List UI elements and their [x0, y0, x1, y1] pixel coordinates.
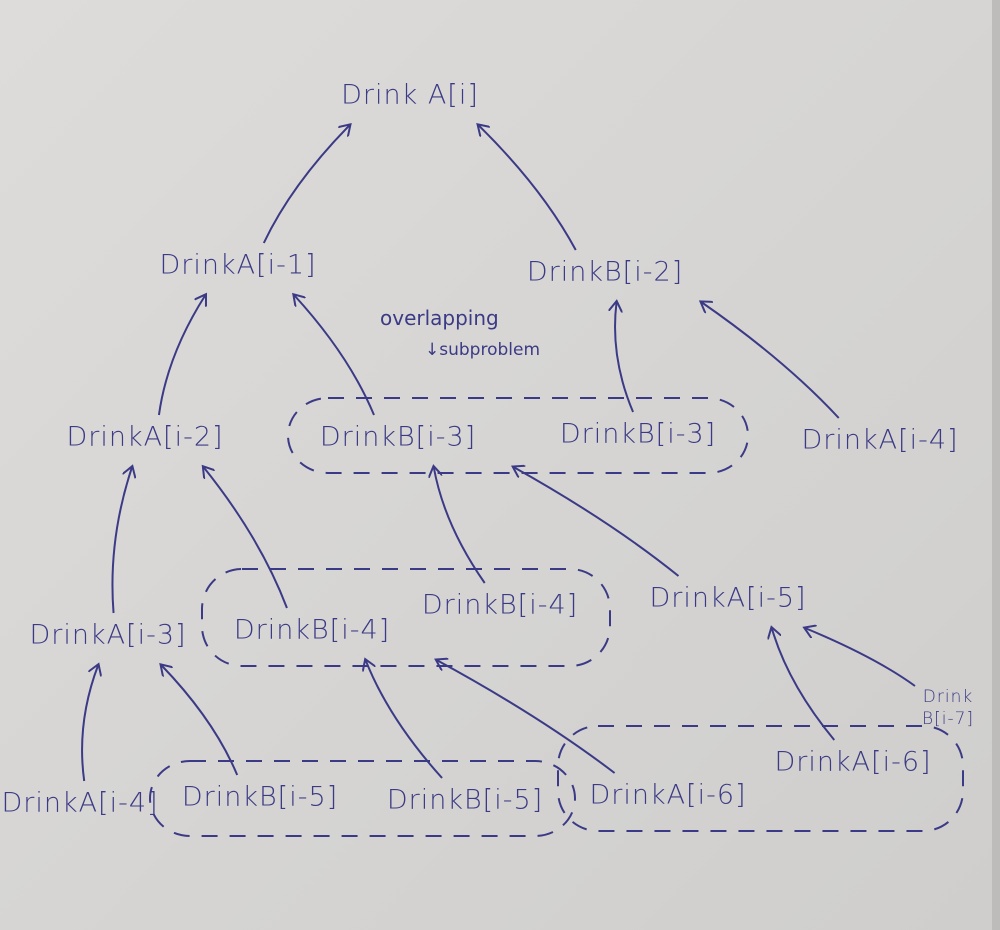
- tree-node: DrinkB[i-2]: [526, 256, 684, 288]
- dependency-arrow: [434, 467, 486, 584]
- dependency-arrow: [615, 302, 634, 413]
- dependency-arrow: [514, 467, 680, 577]
- annotation-subproblem: ↓subproblem: [425, 340, 541, 360]
- tree-node: Drink A[i]: [341, 79, 479, 111]
- tree-node: DrinkA[i-6]: [774, 746, 932, 778]
- dependency-arrow: [262, 125, 350, 244]
- tree-node: DrinkB[i-5]: [181, 781, 339, 813]
- tree-node: DrinkA[i-2]: [66, 421, 224, 453]
- tree-node: DrinkA[i-6]: [589, 779, 747, 811]
- tree-node: DrinkA[i-4]: [1, 787, 159, 819]
- tree-node: DrinkA[i-3]: [29, 619, 187, 651]
- overlap-group-outline: [149, 760, 576, 837]
- tree-node: DrinkA[i-4]: [801, 424, 959, 456]
- dependency-arrow: [81, 665, 98, 782]
- dependency-arrow: [366, 660, 443, 779]
- dependency-arrow: [478, 125, 577, 251]
- tree-node: DrinkA[i-5]: [649, 582, 807, 614]
- dependency-arrow: [294, 295, 375, 416]
- tree-node: Drink B[i-7]: [921, 687, 975, 729]
- tree-node: DrinkB[i-5]: [386, 784, 544, 816]
- dependency-arrow: [437, 660, 616, 774]
- dependency-arrow: [701, 302, 840, 419]
- dependency-arrow: [772, 628, 836, 741]
- tree-node: DrinkB[i-4]: [421, 589, 579, 621]
- dependency-arrow: [203, 467, 288, 609]
- tree-node: DrinkB[i-3]: [559, 418, 717, 450]
- overlap-group-outline: [557, 725, 964, 832]
- tree-node: DrinkA[i-1]: [159, 249, 317, 281]
- tree-node: DrinkB[i-3]: [319, 421, 477, 453]
- dependency-arrow: [161, 665, 239, 776]
- overlap-group-outline: [201, 568, 611, 667]
- tree-node: DrinkB[i-4]: [233, 614, 391, 646]
- dependency-arrow: [111, 467, 132, 614]
- dependency-arrow: [805, 628, 916, 687]
- annotation-subproblem-text: subproblem: [439, 340, 541, 360]
- dependency-arrow: [157, 295, 206, 416]
- paper-edge: [992, 0, 1000, 930]
- annotation-overlapping: overlapping: [380, 306, 499, 330]
